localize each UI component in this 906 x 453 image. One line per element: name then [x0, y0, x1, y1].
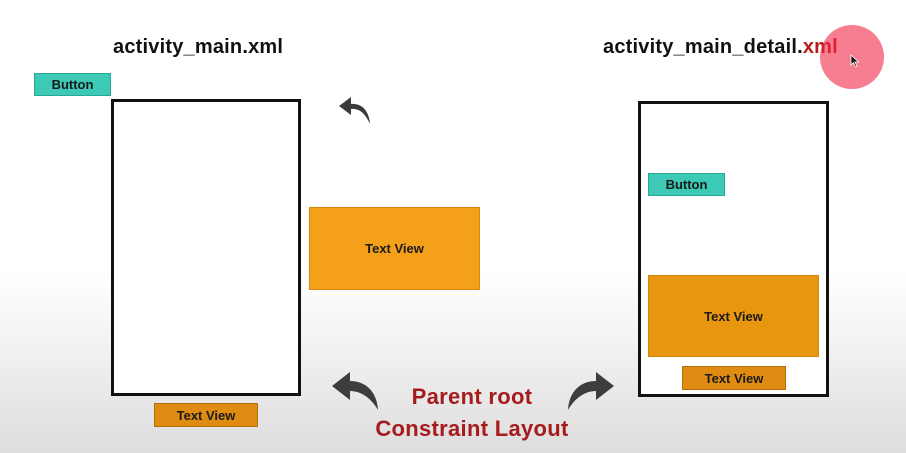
left-floating-button[interactable]: Button [34, 73, 111, 96]
curved-arrow-left-icon [332, 372, 378, 410]
right-layout-title: activity_main_detail.xml [603, 36, 838, 59]
right-large-text-view[interactable]: Text View [648, 275, 819, 357]
left-bottom-text-view[interactable]: Text View [154, 403, 258, 427]
curved-arrow-left-icon [339, 97, 370, 124]
left-phone-frame [111, 99, 301, 396]
caption-line1: Parent root [411, 384, 533, 409]
mouse-pointer-icon [850, 54, 860, 68]
left-floating-text-view[interactable]: Text View [309, 207, 480, 290]
right-button[interactable]: Button [648, 173, 725, 196]
left-layout-title: activity_main.xml [113, 36, 284, 58]
right-layout-title-main: activity_main_detail. [603, 36, 803, 58]
curved-arrow-right-icon [568, 372, 614, 410]
right-small-text-view[interactable]: Text View [682, 366, 786, 390]
caption-line2: Constraint Layout [375, 416, 569, 441]
